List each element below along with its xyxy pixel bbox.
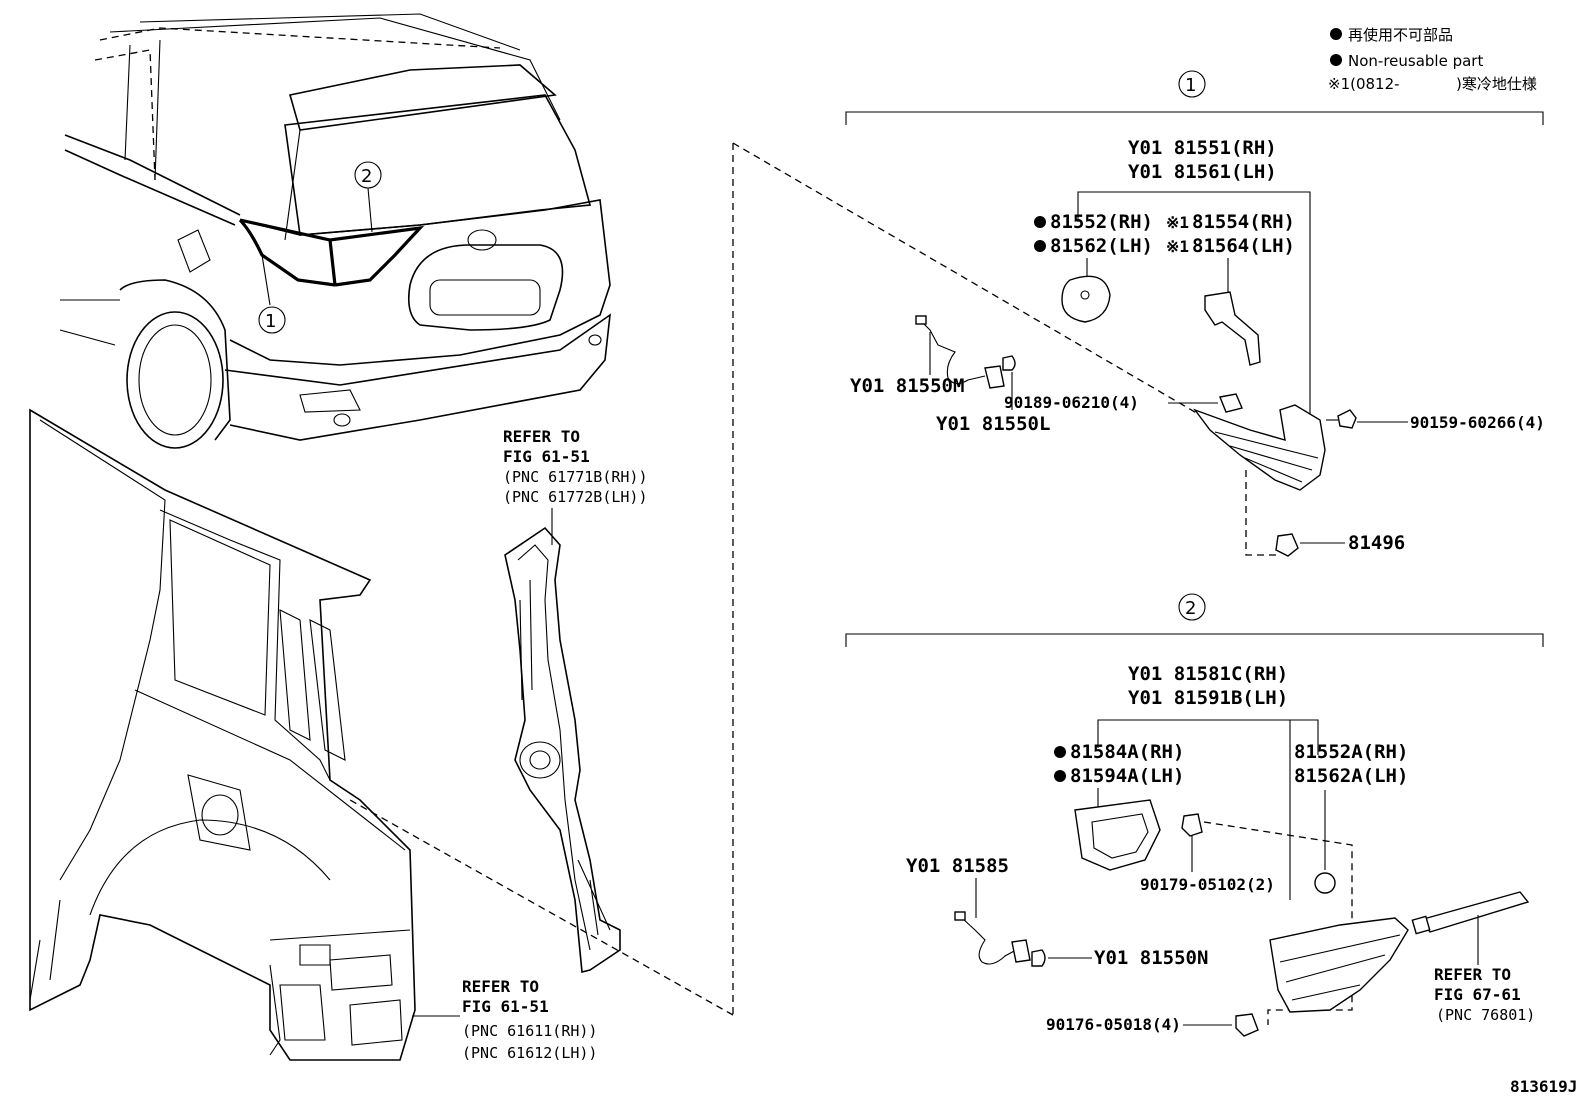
lens-rh-label: 81552A(RH) <box>1294 741 1408 763</box>
cold-lh-label: 81564(LH) <box>1192 235 1295 257</box>
cold-mark: ※1 <box>1166 213 1189 232</box>
bullet-icon <box>1054 770 1066 782</box>
lens-lh-label: 81562(LH) <box>1050 235 1153 257</box>
vehicle-rear-view: 1 2 <box>59 13 611 449</box>
assy-lh-label: Y01 81561(LH) <box>1128 161 1277 183</box>
garnish-part <box>1418 891 1530 933</box>
pillar-reference: REFER TO FIG 61-51 (PNC 61771B(RH)) (PNC… <box>503 427 648 545</box>
inner-pillar-part <box>504 526 621 974</box>
section-bracket <box>845 111 1544 125</box>
pnc-lh-label: (PNC 61612(LH)) <box>462 1044 597 1062</box>
pnc-rh-label: (PNC 61611(RH)) <box>462 1022 597 1040</box>
clip-part <box>1275 533 1299 557</box>
bullet-icon <box>1034 240 1046 252</box>
socket-m-label: Y01 81550M <box>850 375 964 397</box>
fig-ref-label: FIG 67-61 <box>1434 985 1521 1004</box>
bullet-icon <box>1330 28 1342 40</box>
bulb-l-label: Y01 81550L <box>936 413 1050 435</box>
bullet-icon <box>1330 54 1342 66</box>
assy-rh-label: Y01 81551(RH) <box>1128 137 1277 159</box>
explode-guide-line <box>732 142 1201 416</box>
back-door-lamp-part <box>1269 917 1409 1013</box>
legend-cold-prefix: ※1(0812- <box>1328 75 1400 93</box>
bulb-label: Y01 81550N <box>1094 947 1208 969</box>
legend-english: Non-reusable part <box>1348 52 1483 70</box>
tail-lamp-part <box>1193 404 1326 491</box>
gasket-lh-label: 81594A(LH) <box>1070 765 1184 787</box>
nut-part <box>1235 1013 1259 1037</box>
screw-part <box>1337 409 1357 429</box>
pnc-lh-label: (PNC 61772B(LH)) <box>503 488 648 506</box>
lens-lh-label: 81562A(LH) <box>1294 765 1408 787</box>
bullet-icon <box>1054 746 1066 758</box>
callout-2-vehicle: 2 <box>361 166 372 187</box>
fig-ref-label: FIG 61-51 <box>462 997 549 1016</box>
callout-1-vehicle: 1 <box>265 311 276 332</box>
callout-1-section: 1 <box>1185 75 1196 96</box>
grommet-part <box>1181 813 1203 837</box>
lens-rh-label: 81552(RH) <box>1050 211 1153 233</box>
screw-label: 90159-60266(4) <box>1410 413 1545 432</box>
bulb-part <box>1031 949 1046 967</box>
refer-to-label: REFER TO <box>1434 965 1511 984</box>
section-2-back-door-lamp: 2 Y01 81581C(RH) Y01 81591B(LH) 81584A(R… <box>845 593 1544 1037</box>
explode-guide-line <box>349 799 734 1016</box>
quarter-panel <box>29 408 416 1061</box>
nut-label: 90189-06210(4) <box>1004 393 1139 412</box>
legend-japanese: 再使用不可部品 <box>1348 26 1453 44</box>
legend: 再使用不可部品 Non-reusable part ※1(0812- )寒冷地仕… <box>1328 26 1537 93</box>
pnc-rh-label: (PNC 61771B(RH)) <box>503 468 648 486</box>
panel-reference: REFER TO FIG 61-51 (PNC 61611(RH)) (PNC … <box>412 977 597 1062</box>
refer-to-label: REFER TO <box>503 427 580 446</box>
nut-label: 90176-05018(4) <box>1046 1015 1181 1034</box>
socket-wire-part <box>921 321 986 385</box>
gasket-part <box>1074 799 1161 871</box>
assy-rh-label: Y01 81581C(RH) <box>1128 663 1288 685</box>
bulb-part <box>1002 355 1016 371</box>
clip-label: 81496 <box>1348 532 1405 554</box>
section-bracket <box>845 633 1544 647</box>
figure-id: 813619J <box>1510 1077 1577 1096</box>
grommet-part <box>1314 872 1336 894</box>
socket-wire-part <box>961 917 1017 965</box>
gasket-rh-label: 81584A(RH) <box>1070 741 1184 763</box>
nut-part <box>1219 393 1243 413</box>
grommet-label: 90179-05102(2) <box>1140 875 1275 894</box>
legend-cold-suffix: )寒冷地仕様 <box>1456 75 1537 93</box>
bullet-icon <box>1034 216 1046 228</box>
fig-ref-label: FIG 61-51 <box>503 447 590 466</box>
cold-cover-part <box>1204 291 1261 366</box>
cold-mark: ※1 <box>1166 237 1189 256</box>
callout-2-section: 2 <box>1185 598 1196 619</box>
refer-to-label: REFER TO <box>462 977 539 996</box>
assy-lh-label: Y01 81591B(LH) <box>1128 687 1288 709</box>
section-1-tail-lamp: 1 Y01 81551(RH) Y01 81561(LH) 81552(RH) … <box>845 70 1545 557</box>
pnc-label: (PNC 76801) <box>1436 1006 1535 1024</box>
cold-rh-label: 81554(RH) <box>1192 211 1295 233</box>
socket-label: Y01 81585 <box>906 855 1009 877</box>
